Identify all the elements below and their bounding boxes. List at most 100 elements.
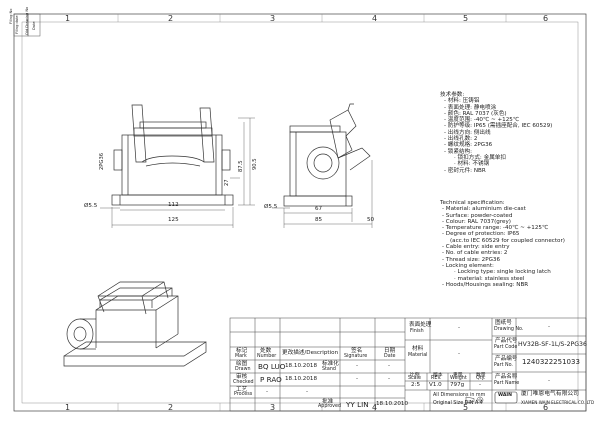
spec-en-line: - Surface: powder-coated xyxy=(442,212,513,219)
tb-part-code-value: HV32B-SF-1L/S-2PG36 xyxy=(518,341,587,348)
spec-cn-line: - 温度范围: -40℃ ~ +125℃ xyxy=(444,117,520,124)
zone-top-6: 6 xyxy=(543,14,549,23)
tb-process-en: Process xyxy=(234,392,253,397)
tb-weight-cn: 重量 xyxy=(453,373,463,378)
zone-top-1: 1 xyxy=(65,14,71,23)
zone-bottom-2: 2 xyxy=(168,403,174,412)
spec-en-line: - Locking element: xyxy=(442,262,494,269)
spec-en-line: - Hoods/Housings sealing: NBR xyxy=(442,281,529,288)
tb-weight-en: Weight xyxy=(450,376,467,381)
tb-number-en: Number xyxy=(257,354,277,359)
dim-side-67: 67 xyxy=(315,206,323,212)
spec-cn-line: - 密封元件: NBR xyxy=(444,167,486,174)
side-strip-frame xyxy=(13,13,41,37)
tb-number-cn: 处数 xyxy=(260,348,272,354)
tb-approved-en: Approved xyxy=(318,404,342,409)
spec-en-line: - Temperature range: -40℃ ~ +125℃ xyxy=(442,225,549,232)
tb-material-en: Material xyxy=(408,353,428,358)
zone-top-2: 2 xyxy=(168,14,174,23)
tb-drawing-no-en: Drawing No. xyxy=(494,327,524,332)
tb-drawing-no-cn: 图纸号 xyxy=(495,320,512,326)
tb-rev-cn: 版本 xyxy=(433,373,443,378)
strip-filing-no: Filing No xyxy=(9,8,13,24)
strip-filing-date: Filing date xyxy=(15,15,19,34)
tb-stand-cn: 标准化 xyxy=(322,361,339,367)
dim-front-125: 125 xyxy=(168,217,179,223)
zone-top-3: 3 xyxy=(270,14,276,23)
spec-en-block: Technical specification: - Material: alu… xyxy=(440,200,565,288)
tb-date-cn: 日期 xyxy=(384,348,396,354)
tb-part-name-cn: 产品名称 xyxy=(495,374,518,380)
tb-signature-cn: 签名 xyxy=(351,348,363,354)
zone-bottom-1: 1 xyxy=(65,403,71,412)
tb-company-en: XIAMEN WAIN ELECTRICAL CO.,LTD xyxy=(521,400,595,405)
tb-note-2: Original Size DIN A 4 xyxy=(433,401,483,406)
spec-cn-line: - 出线孔数: 2 xyxy=(444,136,478,143)
strip-date: Date xyxy=(32,21,36,30)
tb-qty-value: - xyxy=(479,382,482,388)
zone-top-5: 5 xyxy=(463,14,469,23)
tb-part-no-en: Part No. xyxy=(494,363,513,368)
tb-part-name-value: - xyxy=(548,378,551,384)
spec-cn-line: - 颜色: RAL 7037 (灰色) xyxy=(444,110,507,117)
zone-bottom-5: 5 xyxy=(463,403,469,412)
dim-front-90-5: 90.5 xyxy=(252,158,258,170)
spec-cn-line: - 防护等级: IP65 (需插座配合, IEC 60529) xyxy=(444,123,553,130)
tb-drawing-no-value: - xyxy=(548,324,551,330)
spec-cn-line: - 材料: 压铸铝 xyxy=(444,98,480,105)
tb-part-name-en: Part Name xyxy=(494,381,520,386)
spec-en-line: · material: stainless steel xyxy=(454,275,525,282)
zone-top-4: 4 xyxy=(372,14,378,23)
spec-cn-title: 技术参数: xyxy=(440,92,465,98)
dim-side-50: 50 xyxy=(367,217,375,223)
tb-stand-en: Stand xyxy=(322,367,336,372)
spec-en-line: (acc.to IEC 60529 for coupled connector) xyxy=(450,237,565,244)
side-view xyxy=(283,103,371,207)
zone-bottom-3: 3 xyxy=(270,403,276,412)
tb-finish-en: Finish xyxy=(410,329,424,334)
dim-front-112: 112 xyxy=(168,202,179,208)
tb-company-cn: 厦门唯恩电气有限公司 xyxy=(521,391,579,397)
dim-front-87-5: 87.5 xyxy=(238,160,244,172)
tb-drawn-by: BQ LUO xyxy=(258,362,286,371)
front-view xyxy=(111,104,234,206)
tb-weight-value: 797g xyxy=(450,382,465,388)
spec-cn-line: - 表面处理: 静电喷涂 xyxy=(444,104,497,111)
tb-rev-value: V1.0 xyxy=(429,382,442,388)
dim-side-hole: Ø5.5 xyxy=(264,204,278,210)
tb-qty-cn: 数量 xyxy=(476,373,486,378)
spec-cn-line: · 材料: 不锈钢 xyxy=(454,161,490,168)
tb-finish-value: - xyxy=(458,325,461,331)
tb-finish-cn: 表面处理 xyxy=(409,322,432,328)
tb-checked-date2: - xyxy=(388,376,391,382)
tb-part-code-cn: 产品代号 xyxy=(495,338,518,344)
tb-drawn-cn: 绘图 xyxy=(236,361,248,367)
isometric-view xyxy=(63,281,207,367)
spec-en-line: - Cable entry: side entry xyxy=(442,244,510,251)
spec-cn-block: 技术参数: - 材料: 压铸铝 - 表面处理: 静电喷涂 - 颜色: RAL 7… xyxy=(440,92,552,174)
spec-en-line: - Material: aluminium die-cast xyxy=(442,206,526,213)
title-block-grid xyxy=(229,317,587,412)
tb-checked-cn: 审核 xyxy=(236,374,248,380)
front-dim-lines xyxy=(100,117,255,228)
tb-stand-sign: - xyxy=(356,363,359,369)
tb-mark-en: Mark xyxy=(235,354,247,359)
tb-part-no-cn: 产品编号 xyxy=(495,356,518,362)
tb-part-no-value: 1240322251033 xyxy=(522,358,580,366)
tb-description: 更改描述/Description xyxy=(282,350,339,356)
tb-qty-en: Qty. xyxy=(476,376,486,381)
tb-approved-cn: 批准 xyxy=(322,399,334,405)
spec-en-line: - Degree of protection: IP65 xyxy=(442,231,520,238)
tb-stand-date: - xyxy=(388,363,391,369)
dim-front-thread: 2PG36 xyxy=(99,152,105,170)
dim-front-27: 27 xyxy=(224,179,230,186)
tb-date-en: Date xyxy=(384,354,396,359)
tb-note-1: All Dimensions in mm xyxy=(433,393,486,398)
tb-checked-en: Checked xyxy=(233,380,254,385)
spec-en-line: · Locking type: single locking latch xyxy=(454,269,551,276)
tb-rev-en: REV. xyxy=(431,376,442,381)
strip-old-drawing-no: Old Drawing No xyxy=(25,6,29,35)
tb-checked-date: 18.10.2018 xyxy=(285,376,318,382)
